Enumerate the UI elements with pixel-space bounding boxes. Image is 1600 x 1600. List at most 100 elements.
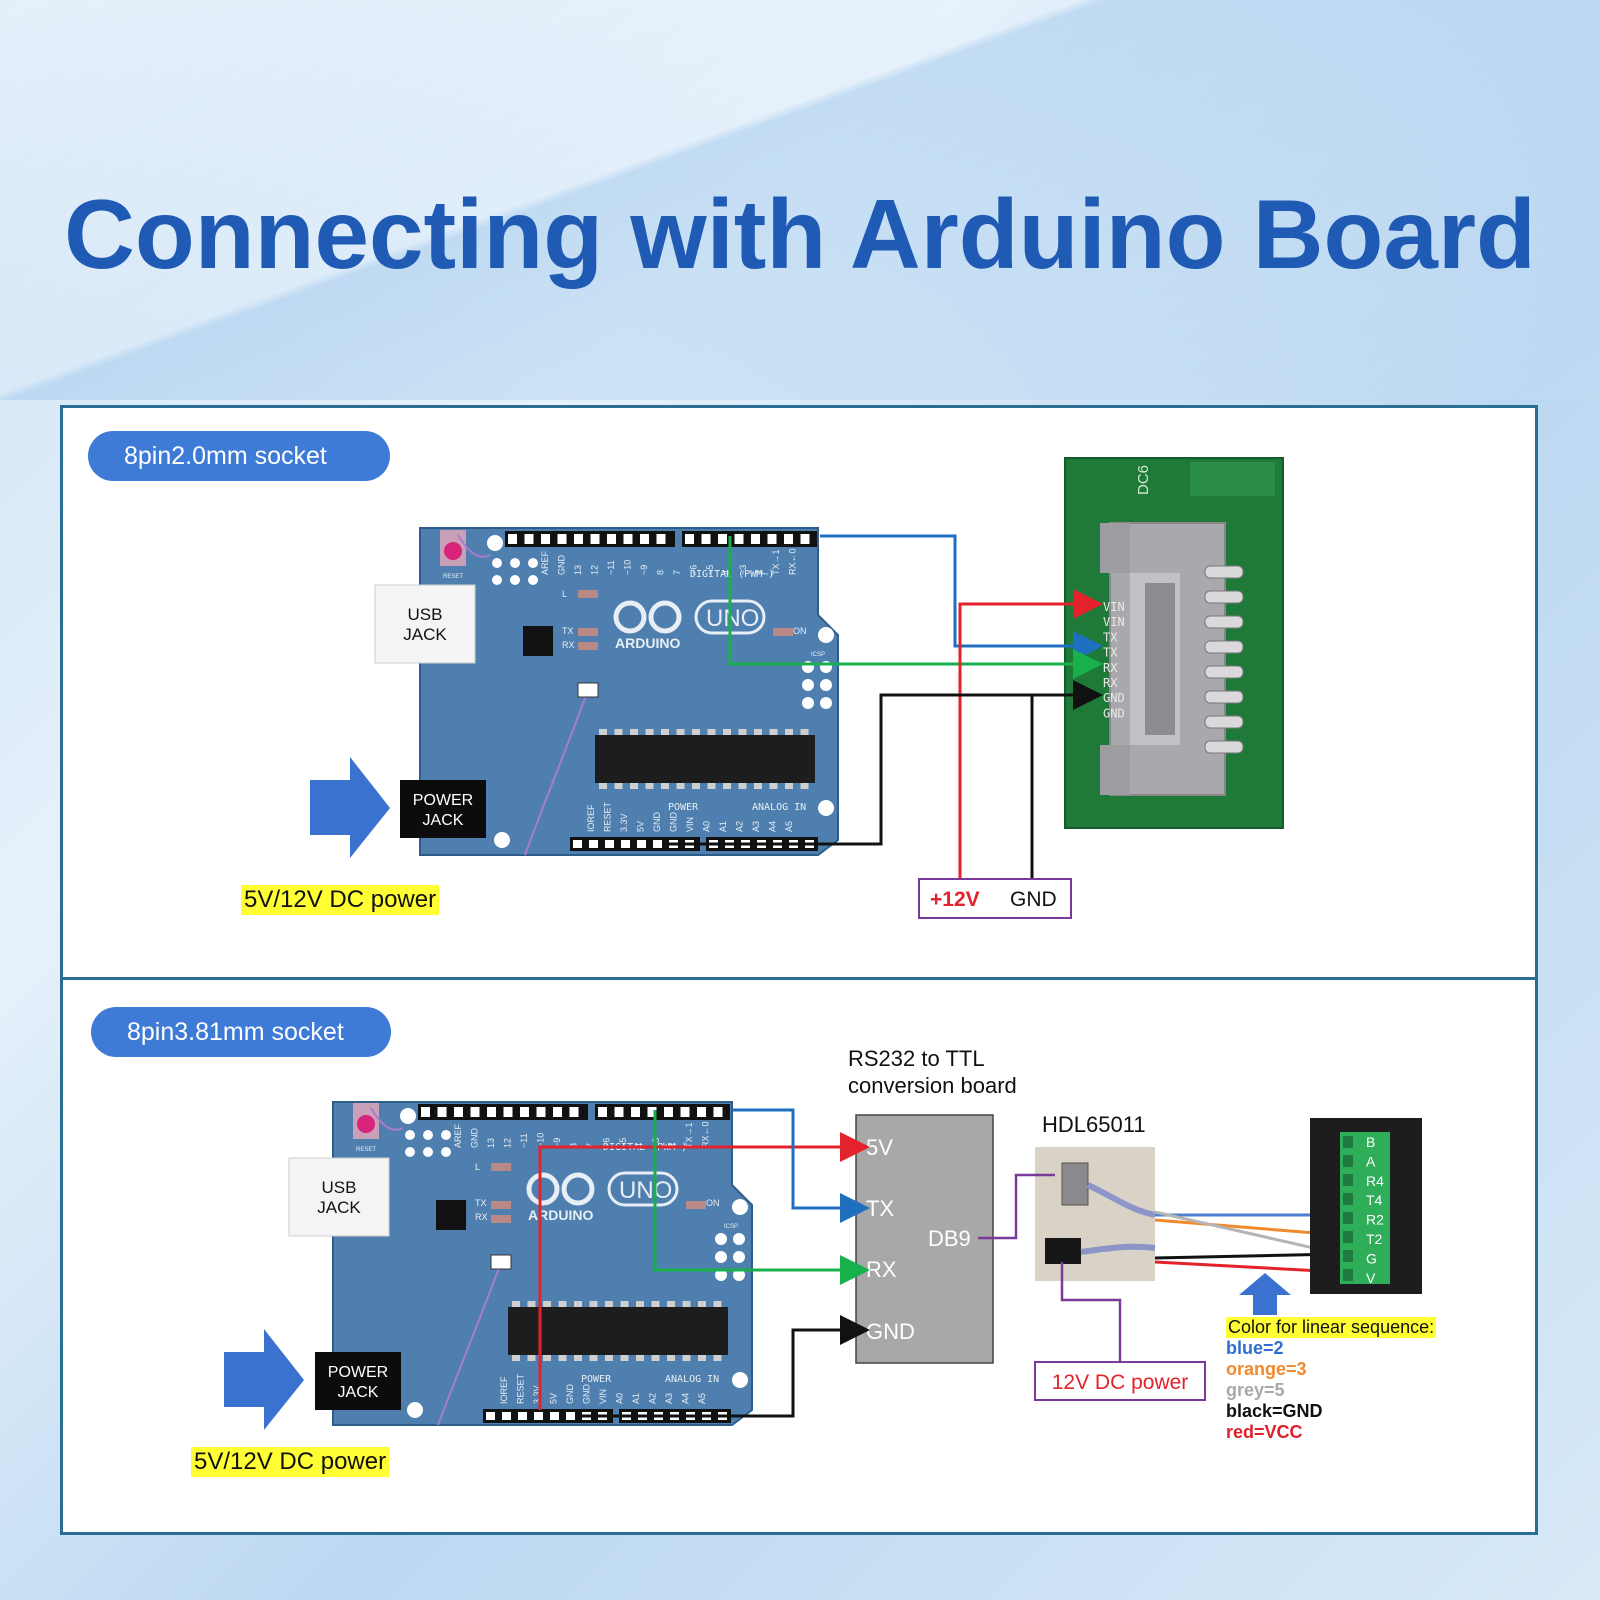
header-pin (558, 1355, 567, 1361)
wire-red (1154, 1260, 1341, 1274)
converter-title-line2: conversion board (848, 1073, 1017, 1098)
header-pin (614, 783, 623, 789)
top-supply-plus: +12V (930, 888, 980, 911)
terminal-slot (1343, 1155, 1353, 1167)
bottom-header-pin-label: ~6 (602, 1138, 612, 1148)
header-pin (692, 783, 700, 789)
top-power-pin-label: RESET (603, 801, 613, 832)
header-pin (682, 1301, 691, 1307)
bottom-power-pin-label: A4 (681, 1393, 691, 1404)
header-pin (676, 783, 685, 789)
header-pin (713, 1301, 722, 1307)
header-pin (518, 1412, 527, 1420)
connector-pin-label: RX (1103, 676, 1118, 690)
bottom-header-pin-label: TX→1 (684, 1122, 694, 1148)
header-pin (651, 1355, 660, 1361)
header-pin (667, 1355, 675, 1361)
connector-pin (1204, 640, 1244, 654)
header-pin (653, 840, 662, 848)
bottom-header-pin-label: 12 (503, 1138, 513, 1148)
background-shape (0, 0, 1600, 400)
bottom-tx-label: TX (475, 1198, 487, 1208)
header-pin (685, 534, 694, 544)
legend-red: red=VCC (1226, 1422, 1303, 1442)
header-pin (512, 1301, 520, 1307)
bottom-usb-jack-line2: JACK (317, 1198, 361, 1217)
header-pin (718, 534, 727, 544)
arduino-board-bottom (332, 1101, 753, 1426)
dc-power-label: 12V DC power (1052, 1371, 1189, 1394)
bottom-power-jack-line1: POWER (328, 1364, 388, 1381)
header-pin (723, 783, 731, 789)
header-pin (573, 840, 582, 848)
header-pin (723, 729, 731, 735)
terminal-pin-label: R4 (1366, 1173, 1384, 1189)
header-pin (738, 729, 747, 735)
legend-title: Color for linear sequence: (1226, 1317, 1437, 1338)
bottom-power-jack-line2: JACK (338, 1384, 379, 1401)
header-pin (589, 840, 598, 848)
bottom-board-brand: ARDUINO (528, 1207, 593, 1223)
bottom-wire-tx (733, 1108, 870, 1223)
top-analog-label: ANALOG IN (752, 802, 806, 813)
top-header-pin-label: 12 (590, 565, 600, 575)
header-pin (713, 1355, 722, 1361)
bottom-power-pin-label: GND (582, 1384, 592, 1405)
legend-blue: blue=2 (1226, 1338, 1284, 1358)
bottom-header-pin-label: ~5 (618, 1138, 628, 1148)
header-pin (656, 534, 666, 544)
bottom-power-pin-label: A2 (648, 1393, 658, 1404)
top-power-pin-label: 5V (636, 821, 646, 832)
top-wire-tx (820, 534, 1103, 661)
header-pin (486, 1412, 495, 1420)
bottom-power-jack (315, 1352, 401, 1410)
top-header-pin-label: 8 (656, 570, 666, 575)
connector-pin-label: TX (1103, 646, 1118, 660)
header-pin (651, 1301, 660, 1307)
header-pin (550, 1412, 559, 1420)
header-pin (502, 1412, 511, 1420)
bottom-header-pin-label: RX←0 (701, 1121, 711, 1148)
header-pin (503, 1107, 513, 1117)
legend-orange: orange=3 (1226, 1359, 1307, 1379)
header-pin (682, 1355, 691, 1361)
top-header-pin-label: 13 (573, 565, 583, 575)
bottom-wire-rx (653, 1110, 870, 1285)
top-power-pin-label: IOREF (586, 804, 596, 832)
top-on-label: ON (793, 626, 807, 636)
bottom-board-model: UNO (619, 1177, 672, 1204)
top-header-pin-label: 4 (722, 570, 732, 575)
top-header-pin-label: GND (557, 555, 567, 576)
dc-power-box (1034, 1361, 1206, 1401)
wire-grey (1154, 1210, 1341, 1256)
header-pin (534, 1412, 543, 1420)
converter-pin-rx: RX (866, 1257, 897, 1282)
header-pin (785, 729, 793, 735)
bottom-l-label: L (475, 1162, 480, 1172)
bottom-wire-gnd (578, 1315, 870, 1418)
terminal-pin-label: B (1366, 1134, 1375, 1150)
top-power-pin-label: A3 (751, 821, 761, 832)
top-header-pin-label: 7 (672, 570, 682, 575)
header-pin (614, 729, 623, 735)
terminal-pin-label: A (1366, 1153, 1376, 1169)
bottom-header-pin-label: AREF (453, 1123, 463, 1148)
header-pin (707, 783, 716, 789)
connector-pin (1204, 615, 1244, 629)
header-pin (557, 534, 567, 544)
header-pin (697, 1107, 706, 1117)
header-pin (421, 1107, 430, 1117)
header-pin (536, 1107, 546, 1117)
legend: Color for linear sequence: blue=2 orange… (1226, 1317, 1437, 1443)
header-pin (605, 1301, 613, 1307)
header-pin (640, 534, 649, 544)
bottom-header-pin-label: 4 (635, 1143, 645, 1148)
header-pin (767, 534, 777, 544)
header-pin (599, 729, 607, 735)
terminal-slot (1343, 1212, 1353, 1224)
connector-pin (1204, 690, 1244, 704)
header-pin (661, 729, 669, 735)
header-pin (645, 783, 654, 789)
top-power-jack-line1: POWER (413, 792, 473, 809)
top-supply-box (918, 878, 1072, 919)
